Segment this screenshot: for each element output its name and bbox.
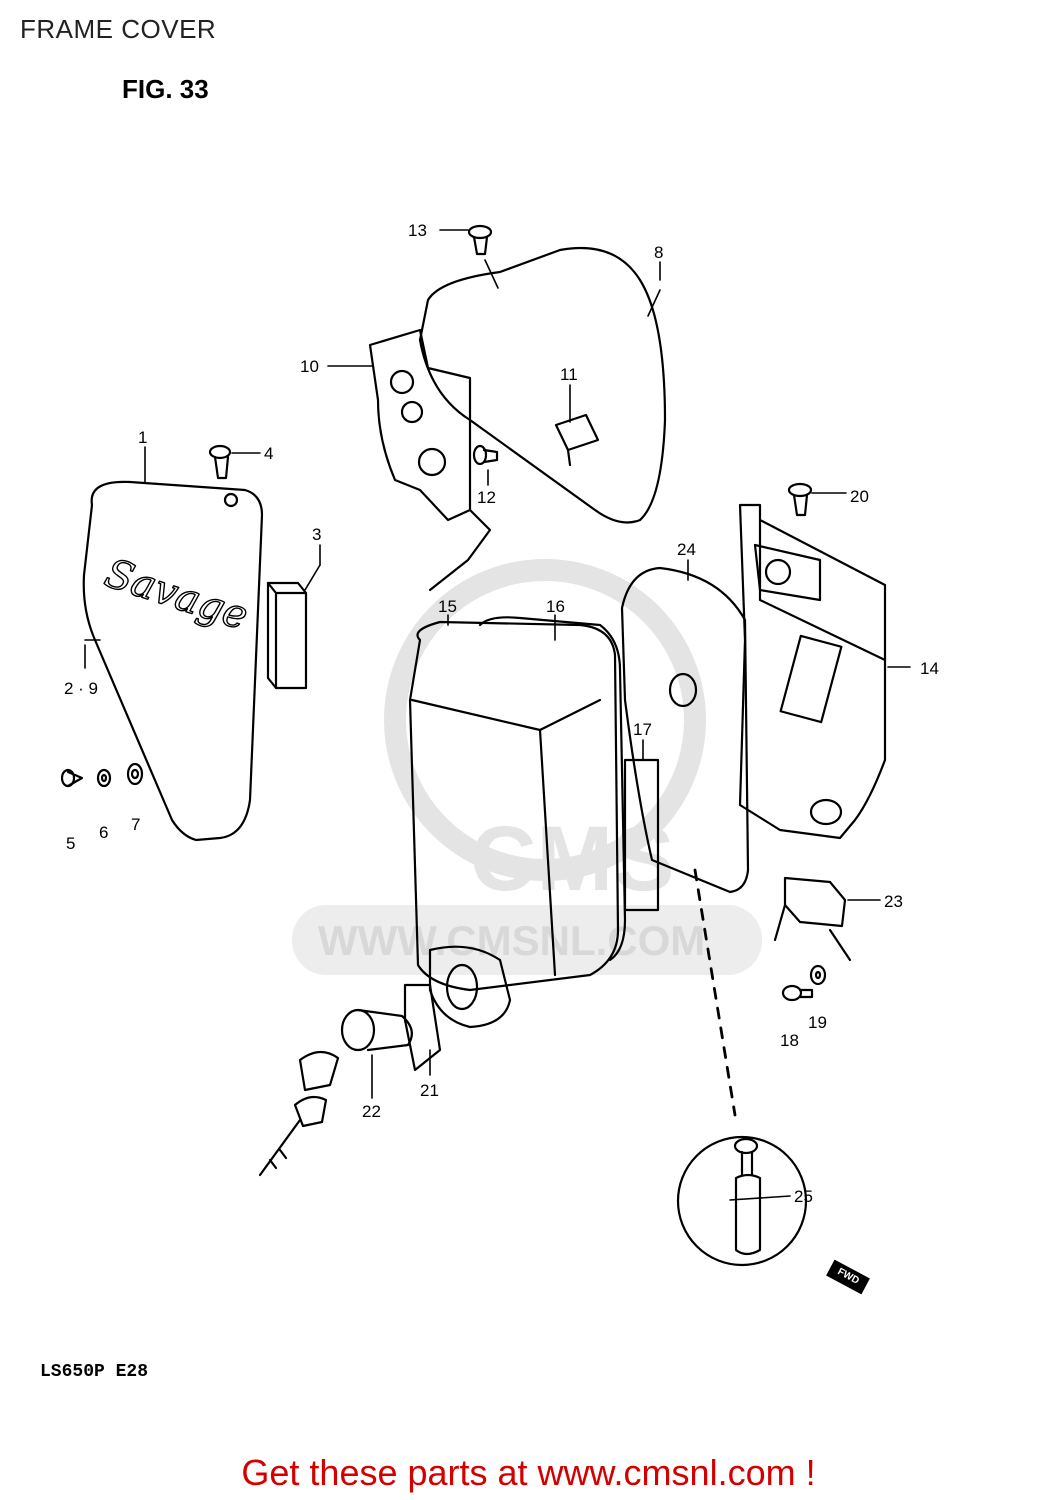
callout-17: 17 bbox=[633, 720, 652, 739]
callout-4: 4 bbox=[264, 444, 273, 463]
callout-2-9: 2 · 9 bbox=[64, 679, 98, 698]
callout-13: 13 bbox=[408, 221, 427, 240]
watermark-url-band bbox=[292, 905, 762, 975]
callout-23: 23 bbox=[884, 892, 903, 911]
callout-8: 8 bbox=[654, 243, 663, 262]
watermark: CMS WWW.CMSNL.COM bbox=[292, 559, 762, 975]
part-1-left-frame-cover: Savage bbox=[82, 480, 264, 842]
dashed-guide bbox=[693, 868, 737, 1117]
callout-21: 21 bbox=[420, 1081, 439, 1100]
watermark-brand: CMS bbox=[470, 808, 674, 910]
part-19-washer bbox=[809, 964, 827, 986]
callout-7: 7 bbox=[131, 815, 140, 834]
part-7-washer bbox=[126, 762, 144, 786]
watermark-emblem bbox=[384, 559, 706, 881]
leader-lines bbox=[84, 229, 911, 1201]
callout-10: 10 bbox=[300, 357, 319, 376]
part-13-screw bbox=[467, 224, 493, 256]
part-4-screw bbox=[208, 444, 232, 480]
part-3-cushion bbox=[266, 581, 308, 690]
toolbox-hinge-tab bbox=[428, 945, 512, 1029]
callout-25: 25 bbox=[794, 1187, 813, 1206]
callout-14: 14 bbox=[920, 659, 939, 678]
callout-18: 18 bbox=[780, 1031, 799, 1050]
page-title: FRAME COVER bbox=[20, 14, 217, 44]
callout-19: 19 bbox=[808, 1013, 827, 1032]
part-5-bolt bbox=[60, 768, 84, 788]
callout-labels: 1 2 · 9 3 4 5 6 7 8 10 11 12 13 14 15 16… bbox=[64, 221, 939, 1206]
callout-16: 16 bbox=[546, 597, 565, 616]
part-23-clip bbox=[773, 876, 852, 962]
part-6-washer bbox=[96, 768, 112, 788]
part-10-bracket bbox=[368, 328, 492, 592]
callout-1: 1 bbox=[138, 428, 147, 447]
part-12-screw bbox=[472, 444, 499, 466]
callout-6: 6 bbox=[99, 823, 108, 842]
figure-number: FIG. 33 bbox=[122, 74, 209, 104]
callout-24: 24 bbox=[677, 540, 696, 559]
part-15-16-toolbox bbox=[408, 616, 627, 992]
callout-15: 15 bbox=[438, 597, 457, 616]
part-21-lock-plate bbox=[403, 983, 442, 1072]
callout-20: 20 bbox=[850, 487, 869, 506]
part-14-toolbox-bracket bbox=[738, 503, 887, 840]
part-22-lock-set bbox=[258, 1008, 413, 1177]
part-11-clip bbox=[554, 413, 600, 467]
callout-11: 11 bbox=[560, 365, 578, 384]
buy-parts-link[interactable]: Get these parts at www.cmsnl.com ! bbox=[241, 1452, 816, 1493]
part-25-detail bbox=[676, 1135, 808, 1267]
watermark-url: WWW.CMSNL.COM bbox=[318, 917, 705, 964]
callout-12: 12 bbox=[477, 488, 496, 507]
part-8-upper-cover bbox=[418, 246, 667, 524]
cover-logo-text: Savage bbox=[99, 550, 253, 639]
model-code: LS650P E28 bbox=[40, 1362, 149, 1382]
part-20-screw bbox=[787, 482, 813, 517]
callout-5: 5 bbox=[66, 834, 75, 853]
part-17-pad bbox=[623, 758, 660, 912]
part-18-screw bbox=[781, 984, 814, 1002]
callout-3: 3 bbox=[312, 525, 321, 544]
part-24-side-cover bbox=[620, 566, 750, 894]
callout-22: 22 bbox=[362, 1102, 381, 1121]
